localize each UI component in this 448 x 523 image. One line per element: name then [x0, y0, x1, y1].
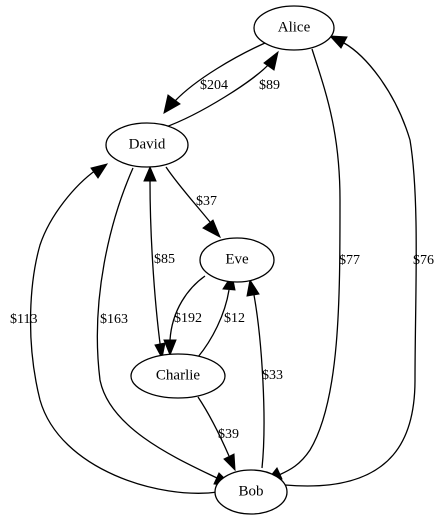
edge-label-eve-charlie: $192	[174, 311, 202, 326]
node-label-charlie: Charlie	[156, 367, 200, 383]
node-david: David	[105, 122, 189, 168]
edge-bob-alice	[284, 35, 417, 487]
edge-label-bob-alice: $76	[413, 253, 434, 268]
edge-eve-charlie	[163, 275, 206, 357]
edge-bob-david	[29, 163, 219, 494]
node-bob: Bob	[214, 469, 288, 515]
edge-label-charlie-eve: $12	[224, 311, 245, 326]
edge-label-david-bob: $163	[100, 312, 128, 327]
edge-david-eve	[165, 166, 221, 239]
node-alice: Alice	[253, 5, 335, 51]
node-label-eve: Eve	[225, 251, 249, 267]
node-charlie: Charlie	[130, 353, 226, 399]
node-label-bob: Bob	[238, 483, 263, 499]
edge-label-alice-david: $204	[200, 78, 228, 93]
node-eve: Eve	[199, 237, 275, 283]
edge-alice-david	[163, 42, 266, 114]
edge-label-bob-david: $113	[10, 312, 37, 327]
node-label-alice: Alice	[278, 19, 311, 35]
edge-charlie-bob	[197, 396, 236, 472]
edge-bob-eve	[246, 278, 265, 469]
edge-charlie-david	[143, 165, 166, 360]
node-label-david: David	[129, 136, 166, 152]
edge-david-alice	[162, 50, 279, 129]
edge-label-alice-bob: $77	[339, 253, 360, 268]
edge-label-david-eve: $37	[196, 194, 217, 209]
edge-alice-bob	[264, 48, 341, 483]
edge-label-charlie-bob: $39	[218, 427, 239, 442]
edge-label-bob-eve: $33	[262, 368, 283, 383]
edge-label-david-alice: $89	[259, 78, 280, 93]
edge-label-charlie-david: $85	[154, 252, 175, 267]
